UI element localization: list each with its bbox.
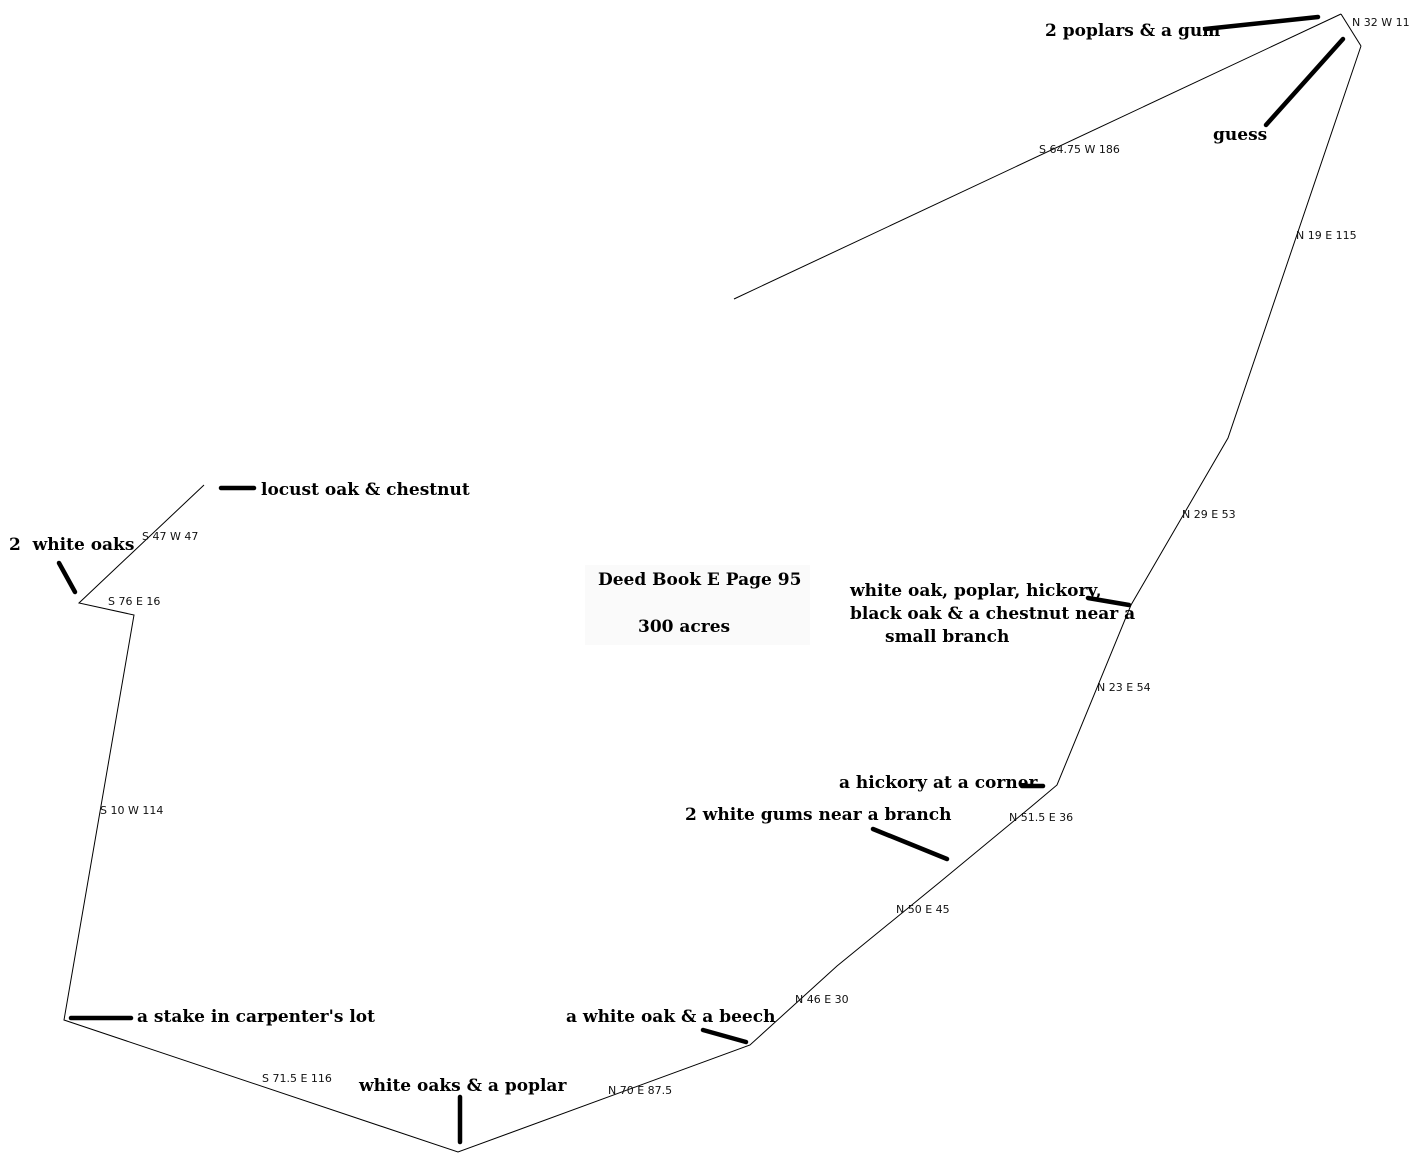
boundary-line-n32-w11	[1340, 13, 1362, 47]
corner-pointers	[56, 14, 1346, 1145]
call-label: N 19 E 115	[1296, 229, 1357, 242]
call-label: S 10 W 114	[100, 804, 163, 817]
deed-reference: Deed Book E Page 95	[598, 570, 801, 590]
call-label: N 23 E 54	[1097, 681, 1151, 694]
title-backdrop	[585, 565, 810, 645]
corner-note-white-oaks-poplar: white oaks & a poplar	[358, 1076, 567, 1096]
corner-note-stake: a stake in carpenter's lot	[137, 1007, 375, 1027]
corner-note-white-oak-beech: a white oak & a beech	[566, 1007, 775, 1027]
corner-note-locust-oak: locust oak & chestnut	[261, 480, 470, 500]
corner-note-2-white-oaks: 2 white oaks	[9, 535, 134, 555]
call-label: N 51.5 E 36	[1009, 811, 1073, 824]
call-label: N 32 W 11	[1352, 16, 1410, 29]
corner-note-white-gums: 2 white gums near a branch	[685, 805, 951, 825]
call-label: N 70 E 87.5	[608, 1084, 672, 1097]
pointer-2-white-oaks	[56, 560, 78, 595]
call-label: S 47 W 47	[142, 530, 198, 543]
pointer-white-oak-beech	[700, 1027, 749, 1045]
call-label: N 29 E 53	[1182, 508, 1236, 521]
pointer-poplars-gum	[1202, 14, 1321, 32]
corner-note-hickory: a hickory at a corner	[839, 773, 1039, 793]
call-label: N 50 E 45	[896, 903, 950, 916]
corner-note-white-oak-line3: small branch	[885, 627, 1009, 647]
pointer-white-gums	[870, 826, 950, 862]
corner-note-guess: guess	[1213, 125, 1267, 145]
corner-note-poplars-gum: 2 poplars & a gum	[1045, 21, 1220, 41]
call-label: S 64.75 W 186	[1039, 143, 1120, 156]
call-label: S 71.5 E 116	[262, 1072, 332, 1085]
call-label: S 76 E 16	[108, 595, 160, 608]
corner-notes: 2 poplars & a gum guess white oak, popla…	[9, 21, 1267, 1096]
call-labels: S 64.75 W 186 N 32 W 11 N 19 E 115 N 29 …	[100, 16, 1410, 1097]
acreage: 300 acres	[638, 617, 730, 637]
corner-note-white-oak-line2: black oak & a chestnut near a	[850, 604, 1135, 624]
boundary-line-s64-w186	[733, 13, 1342, 300]
pointer-guess	[1263, 36, 1346, 128]
deed-title-block: Deed Book E Page 95 300 acres	[585, 565, 810, 645]
pointer-white-oak-poplar	[1085, 595, 1132, 608]
call-label: N 46 E 30	[795, 993, 849, 1006]
corner-note-white-oak-line1: white oak, poplar, hickory,	[849, 581, 1102, 601]
